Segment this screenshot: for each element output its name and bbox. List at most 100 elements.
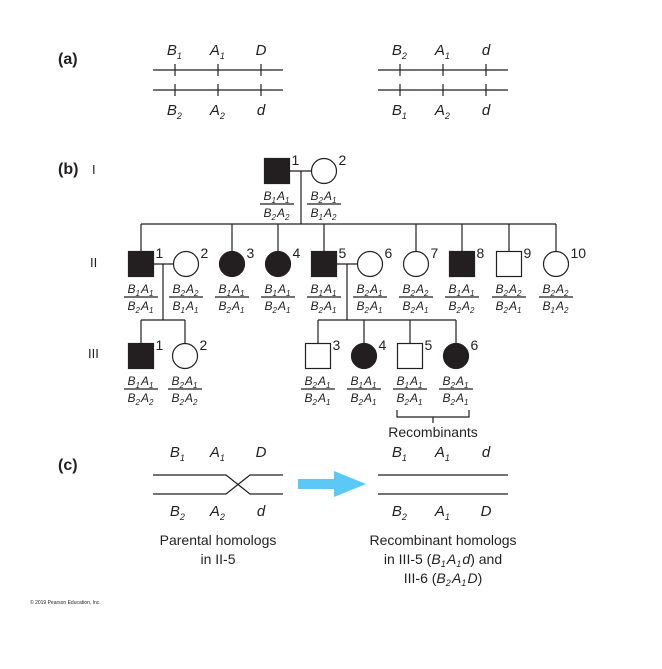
genotype-bottom: B2 A2: [449, 299, 476, 315]
recombinant-caption-line2: in III-5 (B1 A1 d) and: [384, 551, 502, 569]
affected-female-symbol: [264, 250, 292, 278]
affected-male-symbol: [127, 342, 155, 370]
genotype-bottom: B1 A2: [543, 299, 570, 315]
individual-iii-6: 6B2 A1 B2 A1: [439, 337, 479, 407]
genotype-bottom: B2 A1: [265, 299, 292, 315]
unaffected-female-symbol: [356, 250, 384, 278]
genotype-top: B2 A2: [173, 282, 200, 298]
genotype-bottom: B1 A1: [173, 299, 200, 315]
panel-c-left-bottom-allele-3: d: [257, 503, 266, 520]
panel-a-right-top-allele-1: B2: [392, 42, 408, 61]
genotype-top: B1 A1: [265, 282, 292, 298]
recombinants-label: Recombinants: [388, 424, 478, 440]
genotype-bottom: B2 A2: [172, 391, 199, 407]
panel-c-parental-homologs: [153, 474, 283, 495]
individual-number: 4: [379, 337, 387, 353]
arrow-shaft: [298, 479, 336, 489]
individual-number: 1: [156, 337, 164, 353]
panel-c-left-bottom-allele-1: B2: [170, 503, 186, 522]
individual-number: 8: [477, 245, 485, 261]
individual-number: 6: [385, 245, 393, 261]
genotype-top: B2 A1: [357, 282, 384, 298]
genotype-top: B2 A2: [543, 282, 570, 298]
genotype-top: B1 A1: [128, 282, 155, 298]
genotype-top: B1 A1: [264, 189, 291, 205]
panel-a-left-top-allele-2: A1: [209, 42, 226, 61]
genotype-top: B1 A1: [219, 282, 246, 298]
generation-label-ii: II: [90, 255, 97, 270]
individual-number: 5: [339, 245, 347, 261]
individual-number: 10: [571, 245, 587, 261]
unaffected-male-symbol: [396, 342, 424, 370]
genotype-bottom: B2 A1: [219, 299, 246, 315]
panel-label-b: (b): [58, 161, 78, 178]
crossover-strand-upper: [153, 474, 283, 495]
unaffected-male-symbol: [304, 342, 332, 370]
individual-ii-6: 6 B2 A1 B2 A1: [353, 245, 393, 315]
affected-male-symbol: [310, 250, 338, 278]
genotype-bottom: B2 A1: [357, 299, 384, 315]
unaffected-female-symbol: [172, 250, 200, 278]
panel-c-left-bottom-allele-2: A2: [209, 503, 226, 522]
panel-c-right-bottom-allele-2: A1: [434, 503, 451, 522]
unaffected-female-symbol: [542, 250, 570, 278]
genotype-bottom: B2 A1: [397, 391, 424, 407]
individual-number: 1: [292, 152, 300, 168]
genotype-bottom: B2 A1: [311, 299, 338, 315]
parental-caption-line2: in II-5: [200, 551, 235, 567]
individual-ii-9: 9B2 A2 B2 A1: [492, 245, 532, 315]
individual-number: 4: [293, 245, 301, 261]
panel-c-right-bottom-allele-1: B2: [392, 503, 408, 522]
individual-iii-3: 3 B2 A1 B2 A1: [301, 337, 341, 407]
individual-ii-4: 4 B1 A1 B2 A1: [261, 245, 301, 315]
individual-number: 6: [471, 337, 479, 353]
genotype-top: B2 A1: [305, 374, 332, 390]
panel-a-right-bottom-allele-2: A2: [434, 102, 451, 121]
genotype-top: B1 A1: [311, 282, 338, 298]
parental-caption-line1: Parental homologs: [160, 532, 277, 548]
panel-c-left-top-allele-3: D: [256, 444, 267, 461]
genotype-bottom: B2 A1: [496, 299, 523, 315]
individual-ii-7: 7B2 A2 B2 A1: [399, 245, 439, 315]
generation-label-iii: III: [88, 346, 99, 361]
individual-iii-4: 4B1 A1 B2 A1: [347, 337, 387, 407]
individual-ii-1: 1B1 A1 B2 A1: [124, 245, 164, 315]
individual-ii-10: 10 B2 A2 B1 A2: [539, 245, 586, 315]
recombinants-bracket: [396, 410, 470, 418]
panel-c-right-top-allele-2: A1: [434, 444, 451, 463]
panel-a-left-top-allele-3: D: [256, 42, 267, 59]
panel-a-right-top-allele-2: A1: [434, 42, 451, 61]
individual-iii-2: 2B2 A1 B2 A2: [168, 337, 208, 407]
individual-iii-5: 5B1 A1 B2 A1: [393, 337, 433, 407]
affected-male-symbol: [127, 250, 155, 278]
individual-i-1: 1 B1 A1 B2 A2: [260, 152, 300, 222]
panel-a-left-bottom-allele-2: A2: [209, 102, 226, 121]
genotype-bottom: B1 A2: [311, 206, 338, 222]
individual-i-2: 2B2 A1 B1 A2: [307, 152, 347, 222]
genotype-bottom: B2 A1: [305, 391, 332, 407]
genotype-top: B2 A2: [496, 282, 523, 298]
affected-male-symbol: [263, 157, 291, 185]
genotype-bottom: B2 A2: [264, 206, 291, 222]
pedigree-lines: [140, 170, 557, 423]
panel-c-left-top-allele-2: A1: [209, 444, 226, 463]
panel-label-c: (c): [58, 457, 78, 474]
genotype-bottom: B2 A1: [351, 391, 378, 407]
individual-number: 3: [333, 337, 341, 353]
unaffected-female-symbol: [310, 157, 338, 185]
recombinant-caption-line3: III-6 (B2 A1 D): [404, 570, 483, 588]
genotype-bottom: B2 A2: [128, 391, 155, 407]
unaffected-female-symbol: [402, 250, 430, 278]
individual-number: 2: [201, 245, 209, 261]
panel-c-right-top-allele-3: d: [482, 444, 491, 461]
generation-label-i: I: [92, 162, 96, 177]
affected-female-symbol: [442, 342, 470, 370]
genotype-top: B2 A2: [403, 282, 430, 298]
individual-ii-3: 3B1 A1 B2 A1: [215, 245, 255, 315]
affected-female-symbol: [350, 342, 378, 370]
arrow-right-icon: [334, 471, 366, 497]
individual-ii-2: 2 B2 A2 B1 A1: [169, 245, 209, 315]
genotype-bottom: B2 A1: [128, 299, 155, 315]
copyright-notice: © 2019 Pearson Education, Inc.: [30, 599, 101, 606]
